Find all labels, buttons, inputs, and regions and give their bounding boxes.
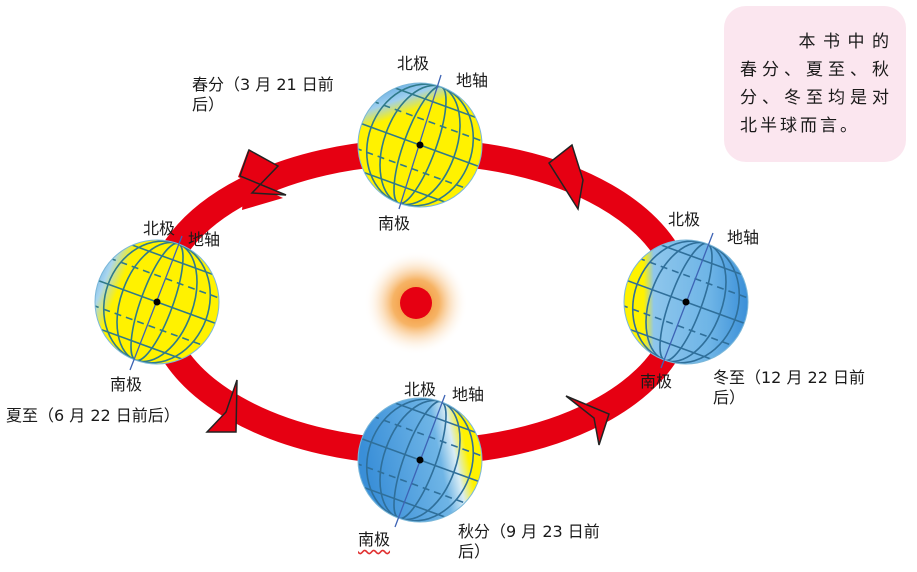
earth-autumn-equinox bbox=[357, 394, 483, 528]
note-text: 本书中的春分、夏至、秋分、冬至均是对北半球而言。 bbox=[740, 32, 892, 136]
winter-date-line1: 冬至（12 月 22 日前 bbox=[713, 368, 865, 387]
earth-winter-solstice bbox=[623, 232, 749, 369]
sun-icon bbox=[364, 251, 468, 355]
autumn-date-line1: 秋分（9 月 23 日前 bbox=[458, 522, 600, 541]
summer-north-pole-label: 北极 bbox=[143, 219, 176, 238]
summer-axis-label: 地轴 bbox=[188, 230, 221, 249]
summer-date-line1: 夏至（6 月 22 日前后） bbox=[6, 406, 180, 425]
autumn-date-line2: 后） bbox=[458, 542, 491, 561]
autumn-north-pole-label: 北极 bbox=[404, 380, 437, 399]
earth-summer-solstice bbox=[94, 235, 220, 371]
spring-date-line2: 后） bbox=[192, 95, 225, 114]
autumn-axis-label: 地轴 bbox=[452, 385, 485, 404]
summer-south-pole-label: 南极 bbox=[110, 375, 143, 394]
note-box: 本书中的春分、夏至、秋分、冬至均是对北半球而言。 bbox=[724, 6, 906, 162]
autumn-south-pole-text: 南极 bbox=[358, 530, 391, 549]
spring-date-line1: 春分（3 月 21 日前 bbox=[192, 75, 334, 94]
winter-north-pole-label: 北极 bbox=[668, 210, 701, 229]
winter-south-pole-label: 南极 bbox=[640, 372, 673, 391]
spring-south-pole-label: 南极 bbox=[378, 214, 411, 233]
spring-axis-label: 地轴 bbox=[456, 71, 489, 90]
earth-spring-equinox bbox=[357, 74, 483, 210]
orbit-arrow-bottom-right bbox=[565, 395, 610, 446]
winter-date-line2: 后） bbox=[713, 388, 746, 407]
autumn-south-pole-label: 南极 bbox=[358, 530, 390, 550]
spring-north-pole-label: 北极 bbox=[397, 54, 430, 73]
orbit-arrow-top-right bbox=[548, 143, 584, 212]
winter-axis-label: 地轴 bbox=[727, 228, 760, 247]
orbit-arrow-bottom-left bbox=[205, 379, 238, 433]
orbit-arrow-top-left bbox=[238, 148, 287, 210]
